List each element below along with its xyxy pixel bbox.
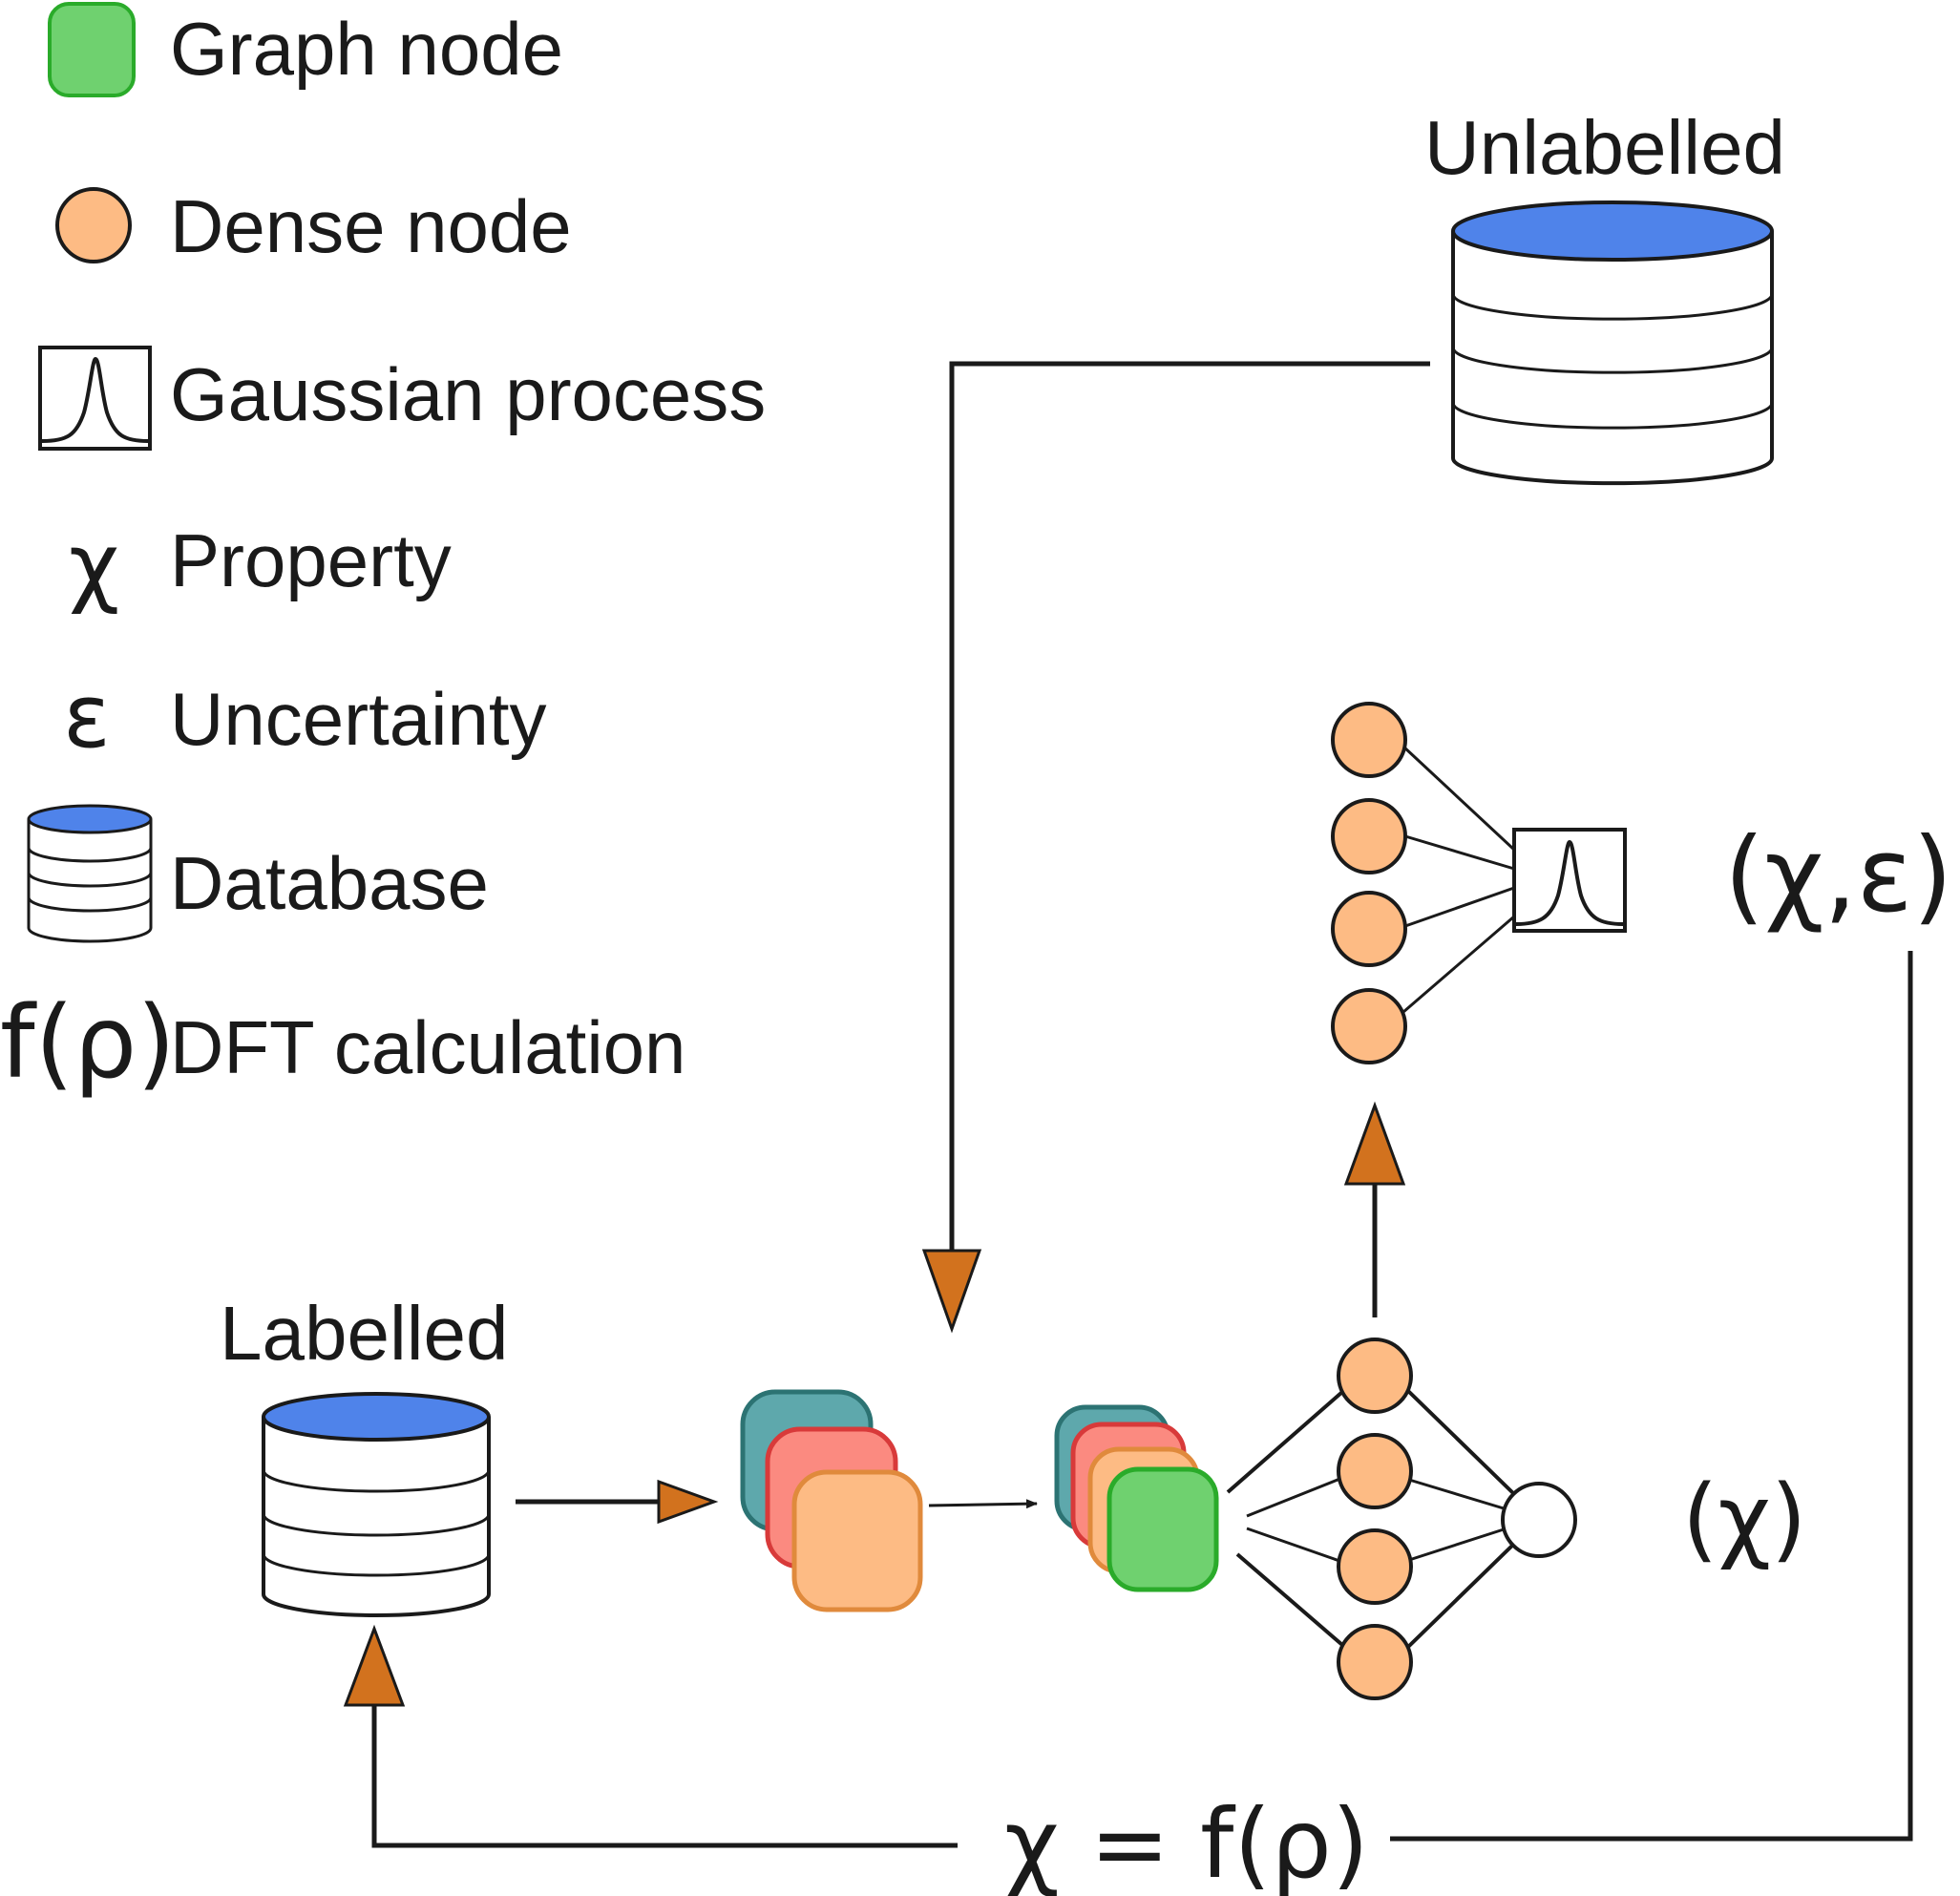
dense-node — [1331, 891, 1407, 967]
legend-item-dft-calculation: f(ρ) DFT calculation — [0, 984, 685, 1101]
dft-feedback-loop — [343, 951, 1913, 1848]
database-icon — [27, 804, 153, 943]
legend-label-database: Database — [170, 841, 489, 925]
network-to-gp-arrow — [1343, 1101, 1406, 1317]
legend-label-graph-node: Graph node — [170, 7, 563, 91]
chi-symbol: χ — [69, 515, 119, 617]
dense-network-edges — [1226, 1388, 1517, 1650]
graph-feature-stack-2 — [1054, 1404, 1219, 1592]
gaussian-process-box — [1512, 828, 1627, 933]
legend-label-dft-calculation: DFT calculation — [170, 1005, 685, 1089]
graph-node — [1106, 1466, 1219, 1592]
gp-network-edges — [1402, 745, 1516, 1014]
legend-label-dense-node: Dense node — [170, 184, 572, 268]
dense-node — [1331, 988, 1407, 1064]
property-output-label: (χ) — [1682, 1465, 1806, 1572]
dense-node — [1337, 1528, 1413, 1605]
stack-to-stack-arrow — [928, 1499, 1038, 1509]
unlabelled-database-title: Unlabelled — [1424, 105, 1785, 190]
labelled-database-icon — [262, 1392, 491, 1617]
orange-arrowhead-down — [921, 1249, 982, 1334]
unlabelled-to-model-arrow — [921, 361, 1430, 1334]
dense-node — [1331, 702, 1407, 778]
uncertainty-output-label: (χ,ε) — [1724, 816, 1952, 936]
dft-symbol: f(ρ) — [0, 984, 176, 1101]
dense-network-property — [1226, 1338, 1577, 1700]
dense-gaussian-network — [1331, 702, 1627, 1064]
dft-equation-label: χ = f(ρ) — [1004, 1788, 1369, 1896]
legend-label-uncertainty: Uncertainty — [170, 677, 547, 761]
legend-item-dense-node: Dense node — [55, 184, 572, 268]
graph-feature-stack-1 — [740, 1389, 923, 1612]
epsilon-symbol: ε — [63, 665, 111, 768]
graph-node-icon — [48, 2, 136, 97]
orange-arrowhead-right — [657, 1479, 719, 1525]
legend-item-gaussian-process: Gaussian process — [38, 346, 766, 451]
gaussian-process-icon — [38, 346, 152, 451]
orange-arrowhead-up — [343, 1624, 406, 1707]
labelled-database: Labelled — [220, 1291, 509, 1617]
dense-node — [1337, 1338, 1413, 1414]
database-to-graph-arrow — [516, 1479, 719, 1525]
dense-node — [1337, 1433, 1413, 1509]
output-node — [1501, 1482, 1577, 1558]
legend-item-database: Database — [27, 804, 489, 943]
legend-item-property: χ Property — [69, 515, 452, 617]
legend-label-property: Property — [170, 518, 452, 602]
dense-node — [1337, 1624, 1413, 1700]
labelled-database-title: Labelled — [220, 1291, 509, 1376]
legend-item-uncertainty: ε Uncertainty — [63, 665, 547, 768]
legend-label-gaussian-process: Gaussian process — [170, 352, 766, 436]
orange-arrowhead-up — [1343, 1101, 1406, 1186]
unlabelled-database: Unlabelled — [1424, 105, 1785, 486]
legend-item-graph-node: Graph node — [48, 2, 563, 97]
unlabelled-database-icon — [1451, 200, 1774, 486]
dense-node-icon — [55, 187, 132, 263]
legend: Graph node Dense node Gaussian process χ… — [0, 2, 766, 1101]
dense-node — [1331, 798, 1407, 874]
